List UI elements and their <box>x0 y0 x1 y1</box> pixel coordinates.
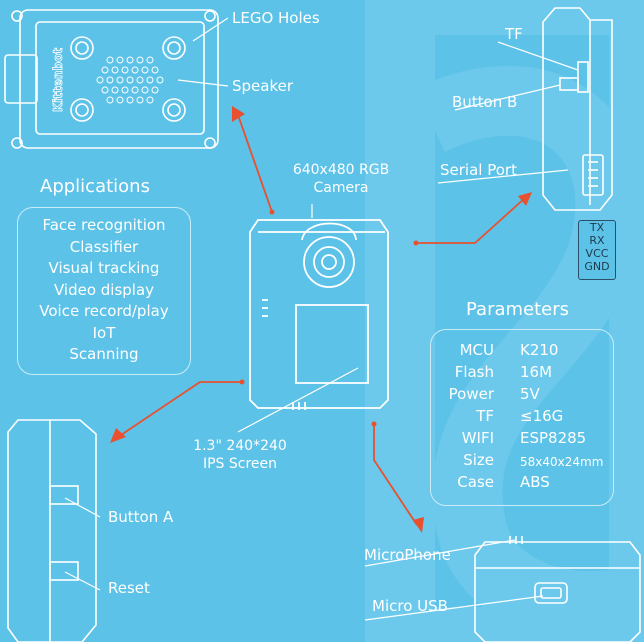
param-value: 5V <box>520 385 540 403</box>
pin-label: TX <box>589 221 605 234</box>
leader-button-b <box>454 84 561 111</box>
label-camera-line2: Camera <box>313 180 369 196</box>
param-value: 58x40x24mm <box>520 455 604 469</box>
label-micro-usb: Micro USB <box>372 597 448 615</box>
bottom-right-device-bottom-view <box>474 536 641 642</box>
arrow-to-left-device <box>117 381 242 438</box>
application-item: IoT <box>92 323 116 342</box>
label-lego-holes: LEGO Holes <box>232 9 320 27</box>
leader-screen <box>237 367 359 433</box>
param-key: MCU <box>459 341 494 359</box>
parameters-title: Parameters <box>466 299 570 320</box>
application-item: Scanning <box>69 345 139 363</box>
param-value: 16M <box>520 363 553 381</box>
leader-reset <box>64 571 101 591</box>
param-key: TF <box>476 407 494 425</box>
background-letter-shape <box>365 0 644 642</box>
leader-speaker <box>177 79 229 87</box>
label-button-b: Button B <box>452 93 518 111</box>
leader-tf <box>497 41 579 71</box>
leader-lego-holes <box>192 17 229 42</box>
param-key: Case <box>457 473 494 491</box>
application-item: Face recognition <box>42 216 166 234</box>
label-tf: TF <box>505 25 523 43</box>
pin-label: RX <box>589 234 605 247</box>
center-device-front-view <box>249 219 389 410</box>
arrow-to-right-device <box>416 197 526 244</box>
param-key: WIFI <box>461 429 494 447</box>
param-key: Flash <box>454 363 494 381</box>
leader-serial-port <box>437 169 569 184</box>
param-value: K210 <box>520 341 559 359</box>
application-item: Visual tracking <box>48 259 160 277</box>
param-key: Power <box>448 385 494 403</box>
leader-micro-usb <box>364 595 544 621</box>
label-speaker: Speaker <box>232 77 294 95</box>
brand-logo: Kittenbot <box>51 48 65 112</box>
param-value: ABS <box>520 473 550 491</box>
arrow-to-top-device <box>237 114 273 213</box>
pin-label: GND <box>584 260 610 273</box>
arrow-to-bottom-device <box>373 424 418 526</box>
label-serial-port: Serial Port <box>440 161 517 179</box>
bottom-left-device-side-view <box>7 419 97 642</box>
application-item: Classifier <box>69 237 139 256</box>
label-button-a: Button A <box>108 508 174 526</box>
label-microphone: MicroPhone <box>364 546 451 564</box>
speaker-grille <box>96 56 164 104</box>
param-value: ≤16G <box>520 407 564 425</box>
serial-pin-box: TX RX VCC GND <box>578 220 616 280</box>
pin-label: VCC <box>585 247 609 260</box>
parameters-box <box>430 329 614 506</box>
applications-box <box>17 207 191 375</box>
top-device-back-view <box>4 9 219 149</box>
label-camera-line1: 640x480 RGB <box>292 162 390 178</box>
arrow-tails <box>239 209 419 427</box>
applications-list: Face recognition Classifier Visual track… <box>17 215 191 366</box>
right-device-side-view <box>542 7 613 211</box>
label-reset: Reset <box>108 579 150 597</box>
param-value: ESP8285 <box>520 429 587 447</box>
leader-microphone <box>364 539 516 567</box>
label-screen-line1: 1.3" 240*240 <box>193 438 287 454</box>
application-item: Voice record/play <box>39 302 169 320</box>
param-key: Size <box>463 451 494 469</box>
leader-button-a <box>64 497 101 518</box>
applications-title: Applications <box>40 176 150 197</box>
orange-arrows <box>117 114 526 526</box>
arrow-heads <box>110 106 532 533</box>
application-item: Video display <box>53 280 155 299</box>
label-screen-line2: IPS Screen <box>202 456 278 472</box>
